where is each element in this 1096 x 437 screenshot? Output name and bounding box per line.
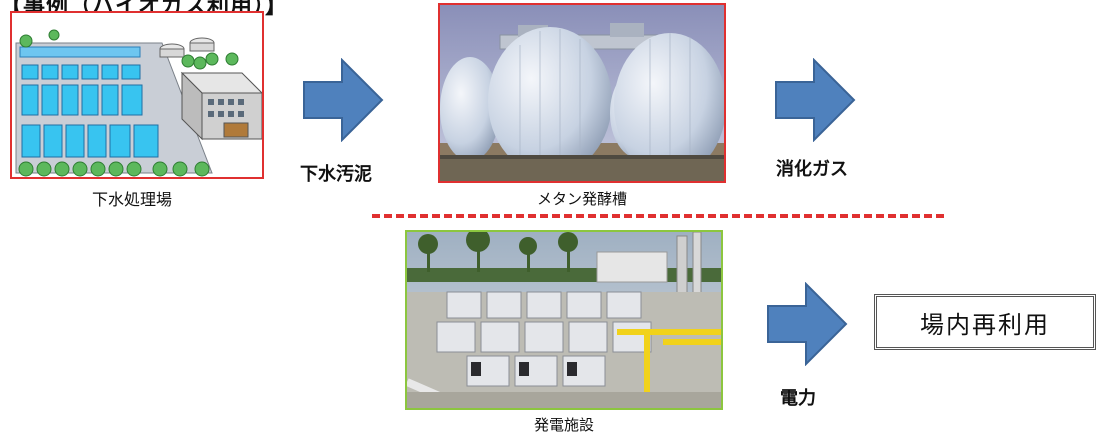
right-arrow-icon — [303, 58, 384, 142]
power-facility-caption: 発電施設 — [533, 416, 594, 434]
treatment-plant-illustration — [10, 11, 264, 179]
section-divider — [372, 214, 944, 218]
right-arrow-icon — [767, 282, 848, 366]
plant-caption: 下水処理場 — [91, 190, 172, 209]
right-arrow-icon — [775, 58, 856, 142]
in-plant-reuse-box: 場内再利用 — [874, 294, 1096, 350]
electricity-label: 電力 — [780, 388, 816, 409]
digester-photo — [438, 3, 726, 183]
sludge-label: 下水汚泥 — [300, 164, 372, 185]
digestion-gas-label: 消化ガス — [776, 159, 848, 180]
power-facility-photo — [405, 230, 723, 410]
digester-caption: メタン発酵槽 — [536, 190, 627, 208]
